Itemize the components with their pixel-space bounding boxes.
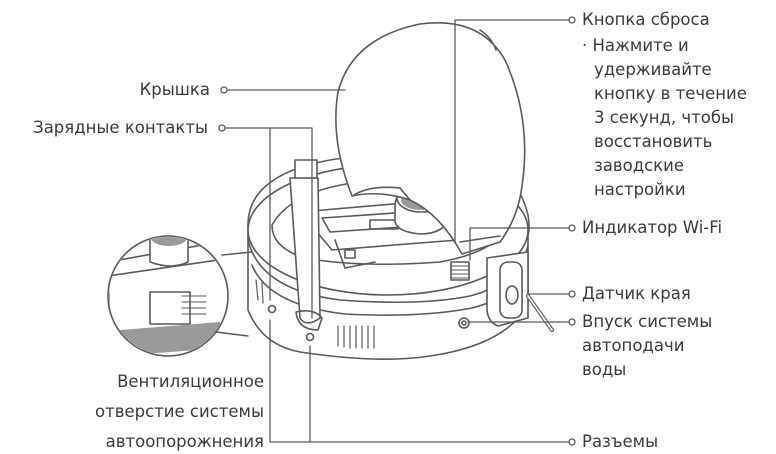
leader-lines xyxy=(225,19,569,443)
label-water-inlet-1: Впуск системы xyxy=(582,312,713,331)
label-vent-line-3: автоопорожнения xyxy=(105,432,264,451)
label-reset-button: Кнопка сброса xyxy=(582,10,710,29)
label-connectors: Разъемы xyxy=(582,432,659,451)
label-reset-note-4: 3 секунд, чтобы xyxy=(594,108,735,127)
label-reset-note-7: настройки xyxy=(594,180,686,199)
label-vent-line-1: Вентиляционное xyxy=(117,372,264,391)
label-charging-contacts: Зарядные контакты xyxy=(33,118,208,137)
zoom-detail-circle xyxy=(107,235,253,357)
label-reset-note-3: кнопку в течение xyxy=(594,84,747,103)
label-water-inlet-3: воды xyxy=(582,360,627,379)
label-reset-note-2: удерживайте xyxy=(594,60,712,79)
label-water-inlet-2: автоподачи xyxy=(582,336,685,355)
label-wifi-indicator: Индикатор Wi-Fi xyxy=(582,218,723,237)
label-vent-line-2: отверстие системы xyxy=(95,402,264,421)
label-lid: Крышка xyxy=(139,80,210,99)
leader-markers xyxy=(218,16,576,446)
label-reset-note-5: восстановить xyxy=(594,132,713,151)
robot-lid xyxy=(335,22,526,255)
label-reset-note-6: заводские xyxy=(594,156,685,175)
label-reset-note-1: · Нажмите и xyxy=(582,36,689,55)
label-edge-sensor: Датчик края xyxy=(582,284,691,303)
